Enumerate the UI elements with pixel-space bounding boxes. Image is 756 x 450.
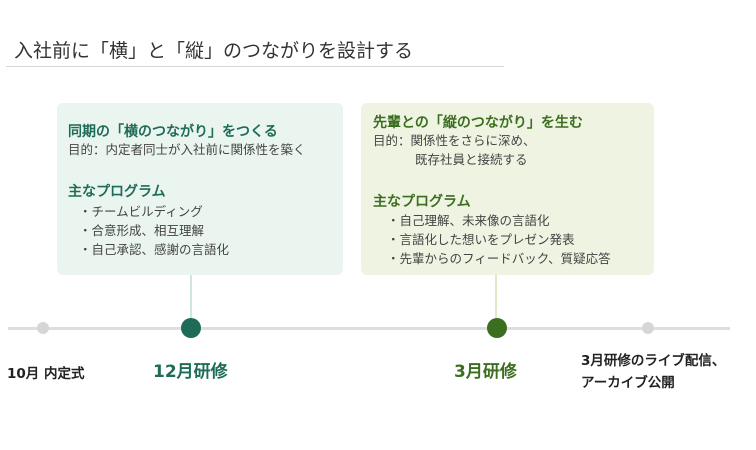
program-item: 合意形成、相互理解 [79, 221, 229, 240]
milestone-dot [181, 318, 201, 338]
card-horizontal-connection: 同期の「横のつながり」をつくる 目的：内定者同士が入社前に関係性を築く 主なプロ… [57, 103, 343, 275]
program-list: 自己理解、未来像の言語化 言語化した想いをプレゼン発表 先輩からのフィードバック… [387, 211, 611, 268]
card-purpose-line: 既存社員と接続する [415, 152, 528, 167]
program-item: 言語化した想いをプレゼン発表 [387, 230, 611, 249]
program-heading: 主なプログラム [68, 184, 166, 200]
program-item: 自己承認、感謝の言語化 [79, 240, 230, 259]
milestone-label-archive: 3月研修のライブ配信、 アーカイブ公開 [581, 350, 725, 394]
milestone-dot [37, 322, 49, 334]
program-item: チームビルディング [79, 202, 229, 221]
milestone-label-line: 3月研修のライブ配信、 [581, 353, 726, 369]
program-heading: 主なプログラム [373, 194, 471, 210]
timeline-axis [8, 327, 730, 330]
program-item: 自己理解、未来像の言語化 [387, 211, 611, 230]
milestone-dot [487, 318, 507, 338]
card-purpose: 目的：内定者同士が入社前に関係性を築く [68, 142, 306, 157]
program-item: 先輩からのフィードバック、質疑応答 [387, 249, 611, 268]
connector-line [495, 275, 497, 320]
milestone-label-december: 12月研修 [153, 362, 228, 382]
program-list: チームビルディング 合意形成、相互理解 自己承認、感謝の言語化 [79, 202, 230, 259]
milestone-dot [642, 322, 654, 334]
card-heading: 同期の「横のつながり」をつくる [68, 124, 278, 140]
card-heading: 先輩との「縦のつながり」を生む [373, 115, 583, 131]
milestone-label-march: 3月研修 [454, 362, 517, 382]
title-divider [6, 66, 504, 67]
card-vertical-connection: 先輩との「縦のつながり」を生む 目的：関係性をさらに深め、 既存社員と接続する … [361, 103, 654, 275]
card-purpose: 目的：関係性をさらに深め、 既存社員と接続する [373, 131, 536, 169]
card-purpose-line: 目的：関係性をさらに深め、 [373, 133, 536, 148]
connector-line [190, 275, 192, 320]
milestone-label-line: アーカイブ公開 [581, 375, 675, 391]
page-title: 入社前に「横」と「縦」のつながりを設計する [14, 40, 414, 62]
milestone-label-naitei: 10月 内定式 [7, 366, 85, 382]
